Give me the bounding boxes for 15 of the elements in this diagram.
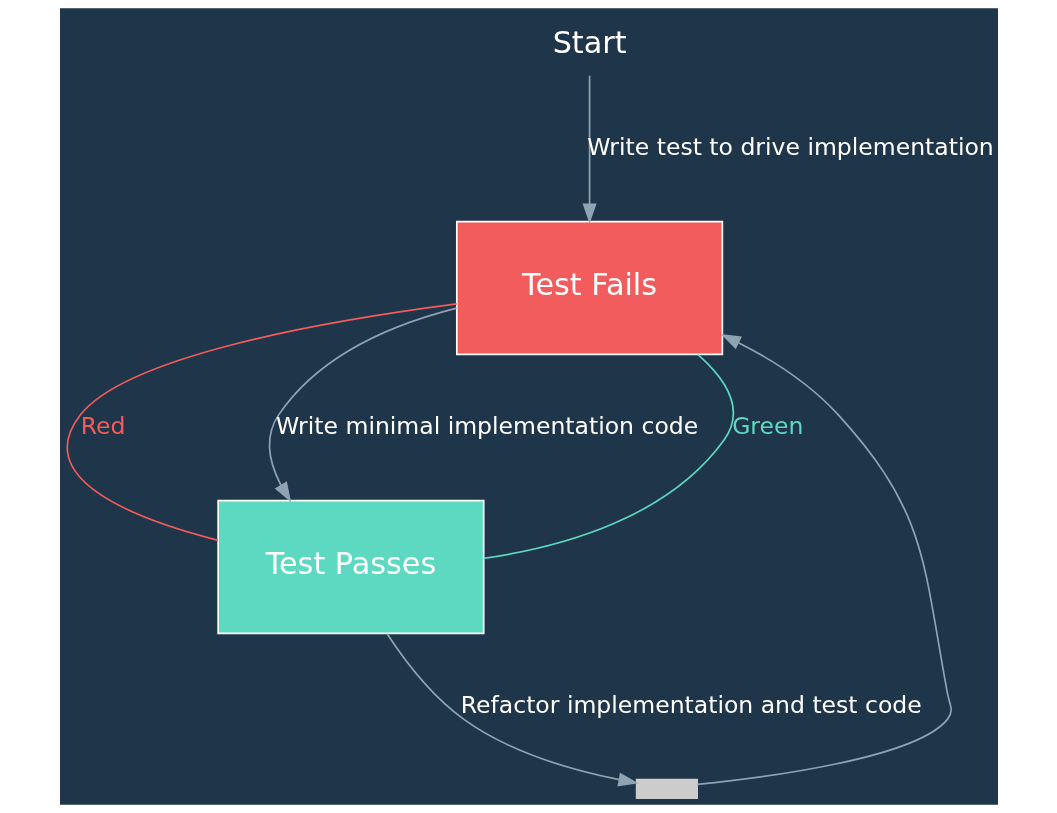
node-box: Test Fails [455,220,723,356]
edge-label: Write minimal implementation code [275,411,698,440]
arrow [385,632,638,787]
node-box: Test Passes [216,499,485,635]
arrow [268,307,457,503]
edge-label: Red [80,411,125,440]
node-text: Start [552,24,627,60]
edge-label: Green [731,411,803,440]
node-bar [635,778,698,799]
arrow [696,333,952,786]
edge-label: Write test to drive implementation [586,132,994,161]
edge-label: Refactor implementation and test code [460,690,922,719]
arrow [582,74,597,224]
connector [66,303,458,542]
connector [482,353,734,560]
